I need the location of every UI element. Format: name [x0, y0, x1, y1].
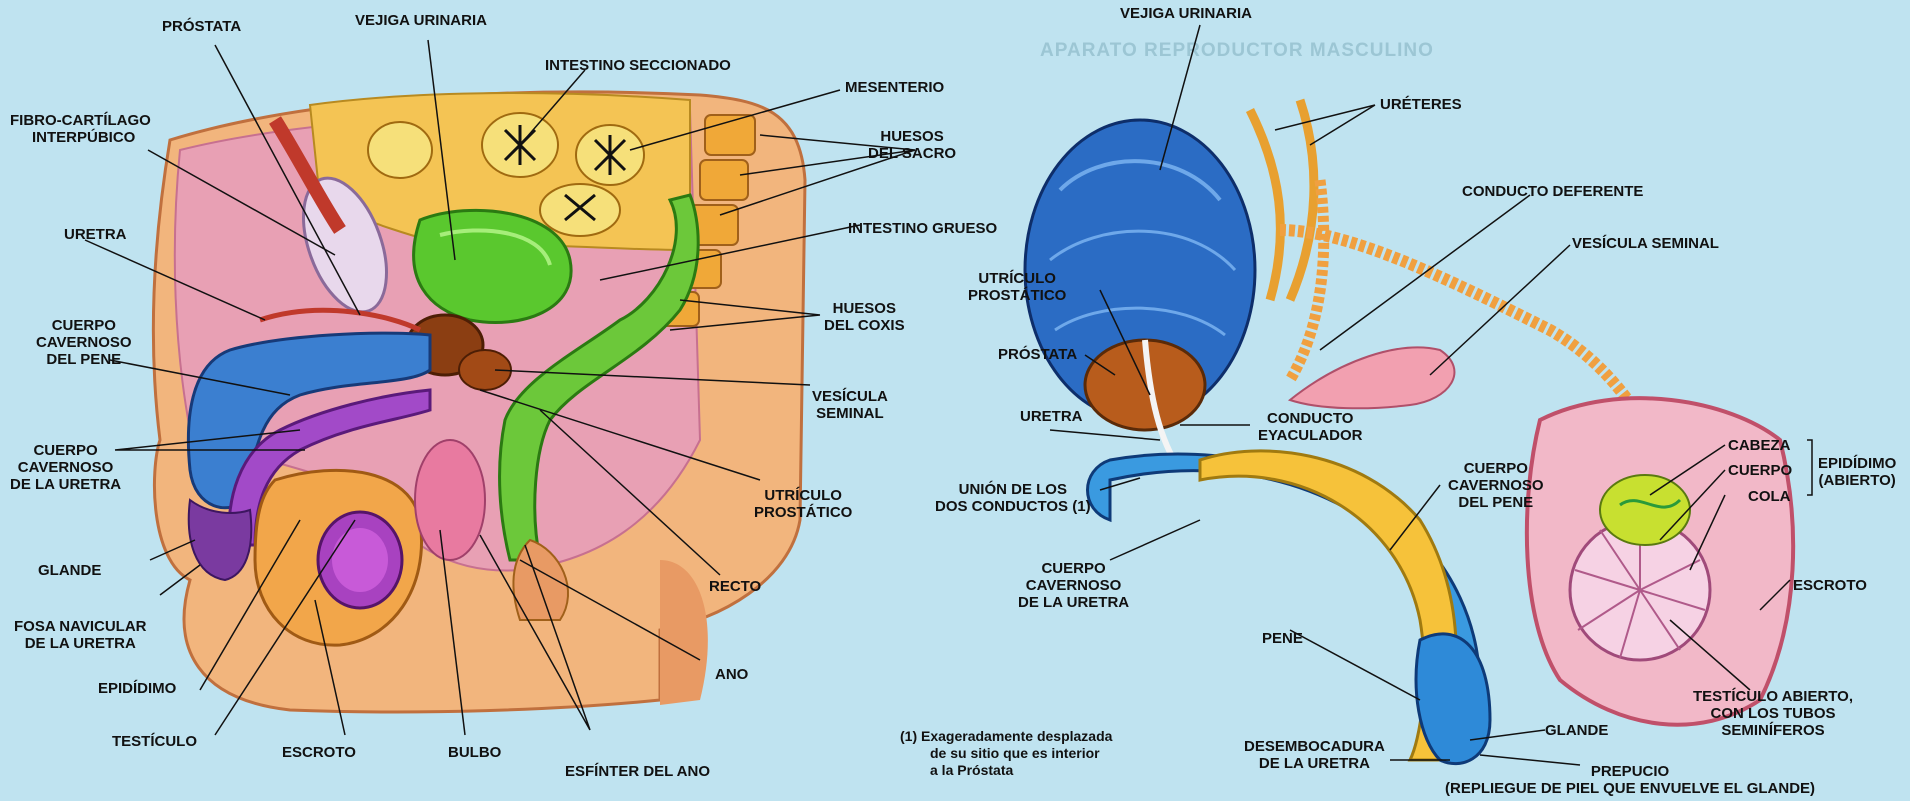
label-cuerpo: CUERPO — [1728, 462, 1792, 479]
label-vesicula-seminal-right: VESÍCULA SEMINAL — [1572, 235, 1719, 252]
label-glande-right: GLANDE — [1545, 722, 1608, 739]
left-section — [153, 92, 805, 712]
label-ano: ANO — [715, 666, 748, 683]
label-conducto-deferente: CONDUCTO DEFERENTE — [1462, 183, 1643, 200]
label-bulbo: BULBO — [448, 744, 501, 761]
label-vejiga-left: VEJIGA URINARIA — [355, 12, 487, 29]
label-prostata-right: PRÓSTATA — [998, 346, 1077, 363]
label-testiculo-left: TESTÍCULO — [112, 733, 197, 750]
label-glande-left: GLANDE — [38, 562, 101, 579]
label-escroto-left: ESCROTO — [282, 744, 356, 761]
label-vejiga-right: VEJIGA URINARIA — [1120, 5, 1252, 22]
label-intestino-grueso: INTESTINO GRUESO — [848, 220, 997, 237]
label-prostata-left: PRÓSTATA — [162, 18, 241, 35]
label-epididimo-right: EPIDÍDIMO(ABIERTO) — [1818, 455, 1896, 489]
label-epididimo-left: EPIDÍDIMO — [98, 680, 176, 697]
label-escroto-right: ESCROTO — [1793, 577, 1867, 594]
epididymis-head — [1600, 475, 1690, 545]
seminal-vesicle — [1290, 347, 1454, 408]
epididymis-bracket — [1807, 440, 1812, 495]
label-esfinter: ESFÍNTER DEL ANO — [565, 763, 710, 780]
label-cola: COLA — [1748, 488, 1791, 505]
bladder — [414, 210, 571, 322]
label-pene: PENE — [1262, 630, 1303, 647]
label-mesenterio: MESENTERIO — [845, 79, 944, 96]
label-uretra-right: URETRA — [1020, 408, 1083, 425]
label-uretra-left: URETRA — [64, 226, 127, 243]
label-prepucio: PREPUCIO(REPLIEGUE DE PIEL QUE ENVUELVE … — [1445, 763, 1815, 797]
label-ureteres: URÉTERES — [1380, 96, 1462, 113]
label-intestino-seccionado: INTESTINO SECCIONADO — [545, 57, 731, 74]
label-recto: RECTO — [709, 578, 761, 595]
ureters — [1250, 100, 1314, 300]
label-cabeza: CABEZA — [1728, 437, 1791, 454]
footnote: (1) Exageradamente desplazada de su siti… — [900, 728, 1112, 779]
right-section — [1025, 100, 1793, 764]
